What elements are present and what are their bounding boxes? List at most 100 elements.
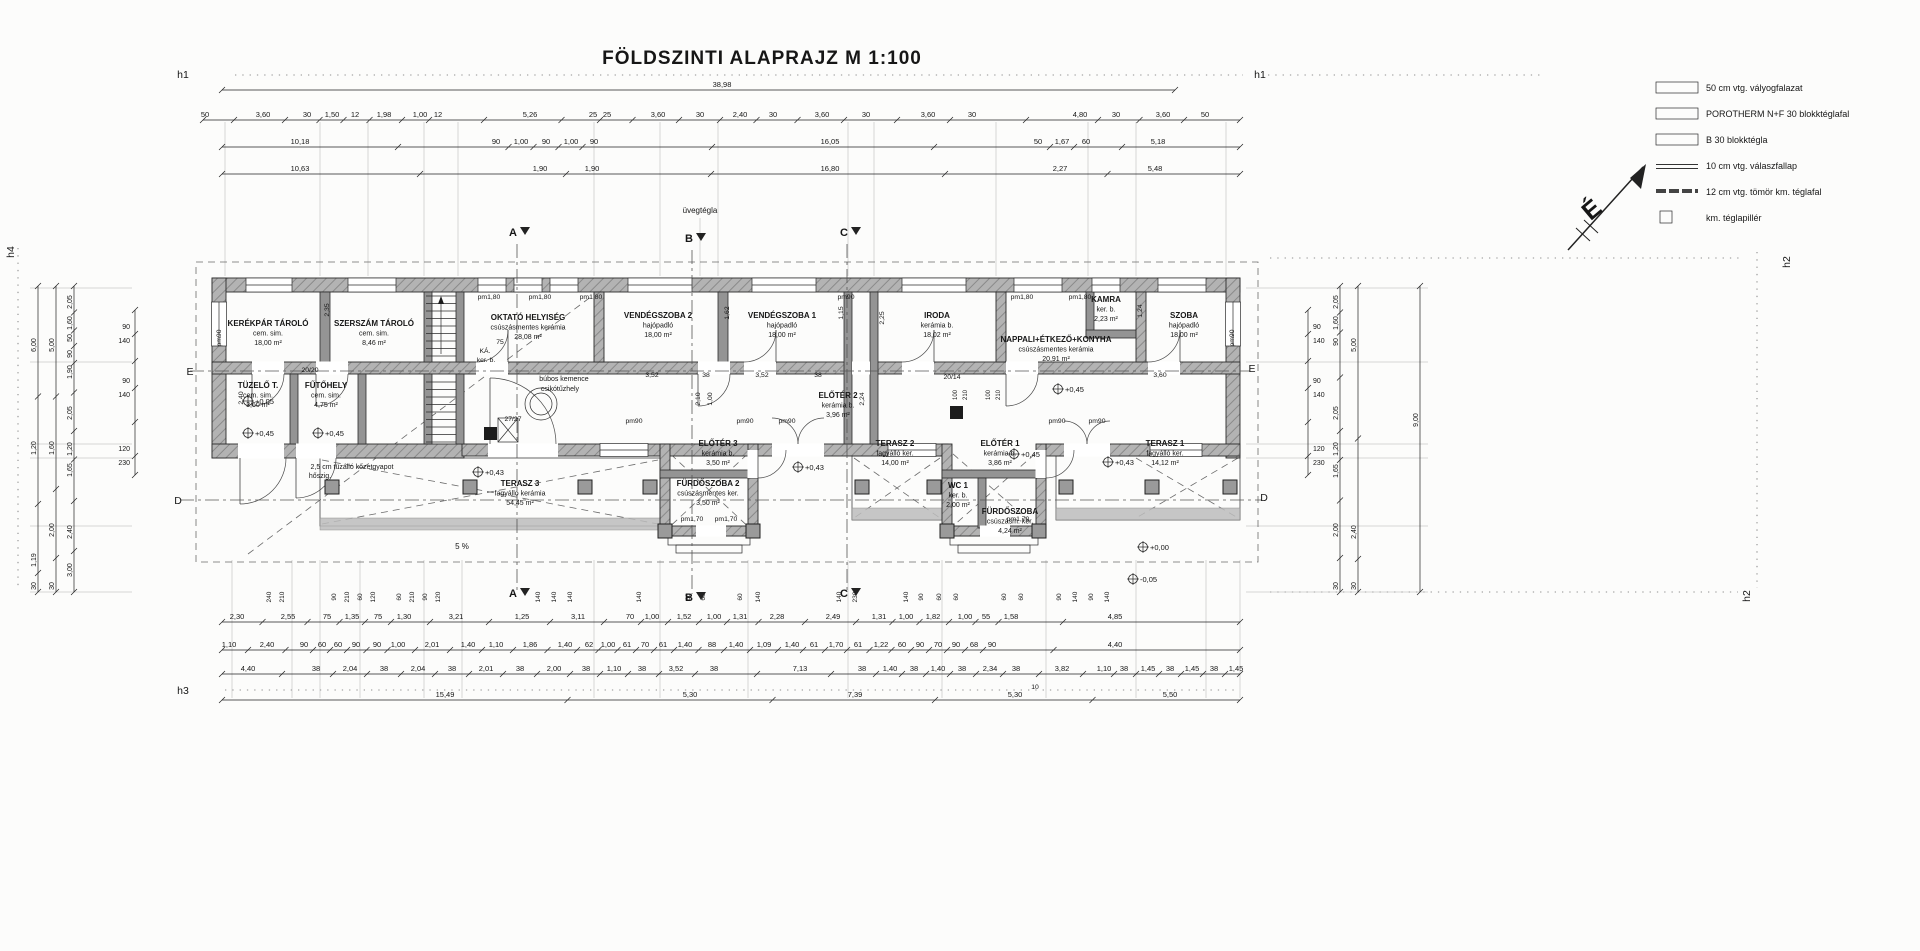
dim-label: 30 bbox=[49, 582, 56, 590]
dim-label: 1,40 bbox=[461, 640, 476, 649]
dim-label: 140 bbox=[535, 591, 542, 602]
reference-dotted-lines bbox=[17, 74, 1758, 691]
dim-label: 2,05 bbox=[1333, 295, 1340, 309]
dim-label: 1,10 bbox=[222, 640, 237, 649]
annotation: 2,5 cm tüzálló kőzetgyapot bbox=[311, 464, 394, 471]
extension-lines bbox=[30, 122, 1428, 698]
room-finish: ker. b. bbox=[948, 493, 967, 500]
dim-label: 1,65 bbox=[1333, 464, 1340, 478]
bubos-kemence-oven bbox=[524, 387, 558, 421]
dim-label: 50 bbox=[67, 334, 74, 342]
annotation: pm90 bbox=[778, 418, 795, 425]
room-finish: fagyálló ker. bbox=[1146, 451, 1183, 458]
dim-label: 3,60 bbox=[1156, 110, 1171, 119]
level-value: +0,43 bbox=[1115, 458, 1134, 467]
dim-label: 4,80 bbox=[1073, 110, 1088, 119]
axis-label: h2 bbox=[1741, 590, 1753, 602]
dim-label: 62 bbox=[585, 640, 593, 649]
axis-label: E bbox=[1248, 363, 1255, 375]
dim-label: 3,52 bbox=[669, 664, 684, 673]
annotation: 1,62 bbox=[724, 306, 731, 319]
dim-label: 1,00 bbox=[413, 110, 428, 119]
dim-label: 75 bbox=[323, 612, 331, 621]
dim-label: 70 bbox=[626, 612, 634, 621]
room-name: KERÉKPÁR TÁROLÓ bbox=[228, 319, 309, 328]
annotation: pm90 bbox=[837, 294, 854, 301]
stairs bbox=[426, 295, 456, 443]
annotation: pm90 bbox=[736, 418, 753, 425]
annotation: 100 bbox=[953, 389, 959, 400]
chimney bbox=[484, 427, 497, 440]
annotation: pm90 bbox=[1048, 418, 1065, 425]
dim-label: 38 bbox=[858, 664, 866, 673]
room-finish: cem. sim. bbox=[253, 331, 283, 338]
room-finish: hajópadló bbox=[1169, 323, 1199, 330]
dim-label: 2,40 bbox=[1351, 525, 1358, 539]
dim-label: 3,60 bbox=[815, 110, 830, 119]
dim-label: 55 bbox=[982, 612, 990, 621]
dim-label: 1,35 bbox=[345, 612, 360, 621]
level-value: +0,45 bbox=[325, 429, 344, 438]
dim-label: 1,25 bbox=[515, 612, 530, 621]
dim-label: 1,00 bbox=[514, 137, 529, 146]
section-flag-icon bbox=[696, 592, 706, 600]
dim-label: 140 bbox=[755, 591, 762, 602]
dim-label: 70 bbox=[934, 640, 942, 649]
page-title: FÖLDSZINTI ALAPRAJZ M 1:100 bbox=[602, 48, 922, 69]
dim-label: 2,49 bbox=[826, 612, 841, 621]
dim-label: 1,30 bbox=[397, 612, 412, 621]
level-value: +0,05 bbox=[255, 397, 274, 406]
dim-label: 12 bbox=[434, 110, 442, 119]
room-finish: hajópadló bbox=[767, 323, 797, 330]
dim-label: 210 bbox=[409, 591, 416, 602]
room-name: TERASZ 1 bbox=[1146, 439, 1185, 448]
stove-pillar bbox=[497, 417, 519, 443]
dim-label: 1,10 bbox=[1097, 664, 1112, 673]
dim-label: 1,60 bbox=[67, 316, 74, 330]
dim-label: 60 bbox=[334, 640, 342, 649]
room-area: 18,00 m² bbox=[254, 340, 282, 347]
dim-label: 30 bbox=[968, 110, 976, 119]
dim-label: 2,04 bbox=[411, 664, 426, 673]
terraces bbox=[319, 455, 1241, 554]
dim-label: 75 bbox=[374, 612, 382, 621]
axis-label: h3 bbox=[177, 685, 189, 697]
room-name: TERASZ 3 bbox=[501, 479, 540, 488]
room-area: 14,12 m² bbox=[1151, 460, 1179, 467]
annotation: pm1,80 bbox=[580, 294, 603, 301]
dim-label: 90 bbox=[1088, 593, 1095, 601]
dim-label: 90 bbox=[331, 593, 338, 601]
dim-label: 6,00 bbox=[31, 338, 38, 352]
annotation: 210 bbox=[996, 389, 1002, 400]
dim-label: 140 bbox=[903, 591, 910, 602]
dim-label: 88 bbox=[708, 640, 716, 649]
dim-label: 120 bbox=[435, 591, 442, 602]
annotation: pm90 bbox=[625, 418, 642, 425]
room-finish: kerámia b. bbox=[921, 323, 954, 330]
dim-label: 60 bbox=[936, 593, 943, 601]
dim-label: 4,85 bbox=[1108, 612, 1123, 621]
dim-label: 1,40 bbox=[558, 640, 573, 649]
room-name: FÜRDŐSZOBA bbox=[982, 507, 1039, 516]
dim-label: 60 bbox=[396, 593, 403, 601]
legend-label: B 30 blokktégla bbox=[1706, 135, 1768, 145]
legend-label: POROTHERM N+F 30 blokktéglafal bbox=[1706, 109, 1849, 119]
dim-label: 30 bbox=[862, 110, 870, 119]
dim-label: 230 bbox=[852, 591, 859, 602]
room-finish: csúszásmentes ker. bbox=[677, 491, 739, 498]
dim-label: 30 bbox=[769, 110, 777, 119]
dim-label: 60 bbox=[357, 593, 364, 601]
room-area: 18,00 m² bbox=[644, 332, 672, 339]
annotation: hőszig. bbox=[309, 473, 331, 480]
dim-label: 90 bbox=[542, 137, 550, 146]
dim-label: 2,01 bbox=[479, 664, 494, 673]
dim-label: 12 bbox=[351, 110, 359, 119]
dim-label: 38 bbox=[910, 664, 918, 673]
room-name: FÜRDŐSZOBA 2 bbox=[677, 479, 740, 488]
room-name: OKTATÓ HELYISÉG bbox=[491, 313, 566, 322]
section-letter: B bbox=[685, 233, 693, 245]
dim-label: 7,13 bbox=[793, 664, 808, 673]
legend-swatch-valyogfal bbox=[1655, 81, 1699, 94]
